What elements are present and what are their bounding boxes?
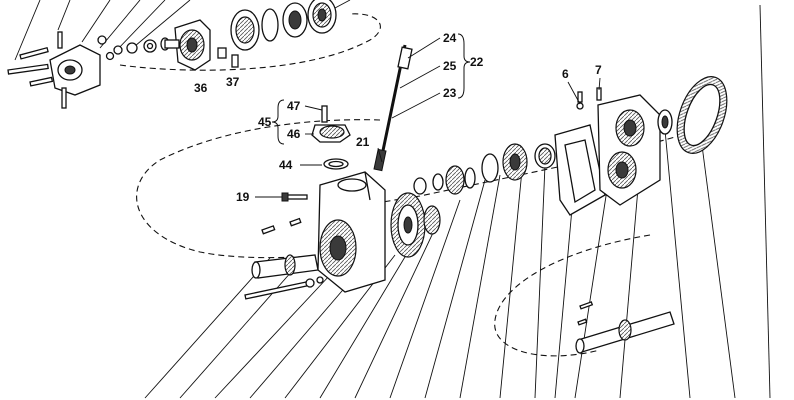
callout-22: 22 — [470, 55, 484, 69]
callout-25: 25 — [443, 59, 457, 73]
mounting-flange — [7, 31, 115, 109]
callout-46: 46 — [287, 127, 301, 141]
callout-45: 45 — [258, 115, 272, 129]
callout-47: 47 — [287, 99, 301, 113]
callout-36: 36 — [194, 81, 208, 95]
small-gear-set — [413, 165, 476, 235]
input-shaft — [251, 217, 319, 279]
callout-44: 44 — [279, 158, 293, 172]
bearing-housing — [164, 19, 211, 71]
seal-ring — [657, 109, 673, 135]
long-bolt — [244, 276, 324, 300]
middle-bearings — [481, 143, 556, 183]
assembly-path-main — [136, 119, 381, 259]
callout-21: 21 — [356, 135, 370, 149]
small-bolts — [217, 47, 239, 68]
washer-44 — [300, 158, 349, 170]
assembly-path-lower — [494, 234, 651, 357]
rear-cover — [567, 77, 661, 206]
speedometer-cable-assembly — [373, 37, 441, 172]
cap-assembly — [304, 105, 351, 143]
callout-24: 24 — [443, 31, 457, 45]
brace-22 — [457, 33, 471, 99]
brace-45 — [271, 99, 285, 145]
output-shaft — [575, 301, 675, 354]
bolt-19 — [255, 192, 308, 202]
callout-23: 23 — [443, 86, 457, 100]
callout-19: 19 — [236, 190, 250, 204]
bottom-leader-lines — [144, 4, 771, 399]
top-leader-lines — [14, 0, 351, 61]
callout-6: 6 — [562, 67, 569, 81]
seal-bearing-cluster — [230, 0, 337, 51]
gasket — [554, 124, 606, 216]
washer-row — [113, 37, 170, 55]
callout-37: 37 — [226, 75, 240, 89]
callout-7: 7 — [595, 63, 602, 77]
rear-gasket-ring — [676, 76, 728, 154]
gearbox-housing — [317, 171, 386, 293]
large-gear — [390, 192, 426, 258]
